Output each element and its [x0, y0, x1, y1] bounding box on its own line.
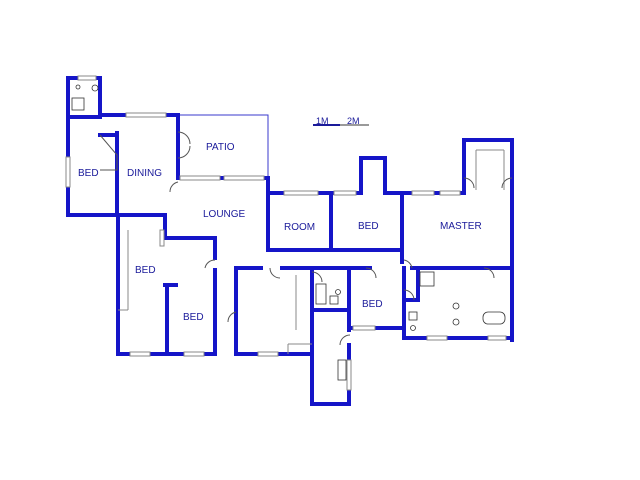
room-label-lounge: LOUNGE [203, 209, 246, 220]
patio-outline [178, 114, 269, 178]
room-label-bed-3: BED [135, 265, 156, 276]
basin-icon-4 [410, 325, 416, 331]
basin-icon-3 [452, 318, 460, 326]
scale-bar: 1M 2M [313, 116, 369, 126]
room-label-master: MASTER [440, 221, 482, 232]
bath-icon-2 [315, 283, 327, 305]
windows [65, 75, 507, 391]
shower-icon-2 [419, 271, 435, 287]
room-labels: BED DINING PATIO LOUNGE ROOM BED MASTER … [78, 142, 482, 323]
shower-icon [71, 97, 85, 111]
room-label-bed-2: BED [358, 221, 379, 232]
fixtures [71, 84, 506, 381]
doors [169, 131, 513, 346]
basin-icon [91, 84, 99, 92]
room-label-bed-1: BED [78, 168, 99, 179]
toilet-icon-3 [329, 295, 339, 305]
basin-icon-2 [452, 302, 460, 310]
room-label-room: ROOM [284, 222, 315, 233]
sink-icon [337, 359, 347, 381]
room-label-dining: DINING [127, 168, 162, 179]
scale-mark-2m: 2M [347, 116, 360, 126]
bath-icon [482, 311, 506, 325]
scale-mark-1m: 1M [316, 116, 329, 126]
room-label-bed-4: BED [183, 312, 204, 323]
toilet-icon-2 [408, 311, 418, 321]
toilet-icon [75, 84, 81, 90]
room-label-bed-5: BED [362, 299, 383, 310]
room-label-patio: PATIO [206, 142, 235, 153]
basin-icon-5 [335, 289, 341, 295]
